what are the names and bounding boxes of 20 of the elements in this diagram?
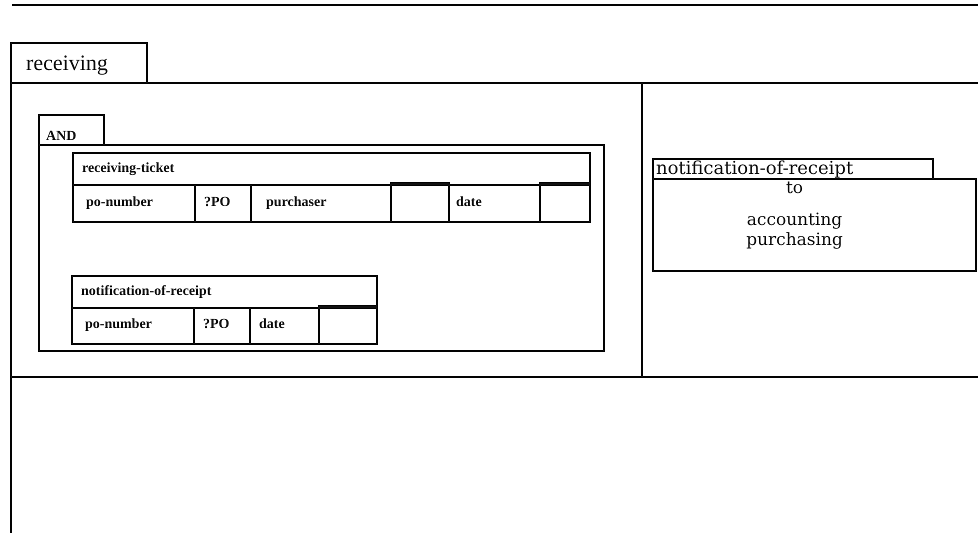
frame-tab: AND	[38, 114, 105, 144]
form-title: notification-of-receipt	[81, 284, 212, 300]
and-group-frame	[38, 114, 605, 352]
table-cell: date	[251, 307, 320, 343]
empty-cell	[390, 182, 450, 223]
body-text: to	[786, 180, 804, 196]
form-box	[71, 275, 378, 345]
table-cell: ?PO	[196, 184, 252, 221]
message-frame	[652, 158, 977, 272]
body-text: purchasing	[746, 230, 843, 250]
body-text: accounting	[746, 210, 842, 230]
frame-tab: notification-of-receipt	[652, 158, 934, 178]
table-cell: ?PO	[195, 307, 251, 343]
table-cell: date	[448, 184, 541, 221]
table-cell: purchaser	[252, 184, 392, 221]
form-title: receiving-ticket	[82, 161, 174, 177]
table-cell: po-number	[72, 184, 196, 221]
frame-tab: receiving	[10, 42, 148, 82]
table-cell: po-number	[71, 307, 195, 343]
form-box	[72, 152, 591, 223]
